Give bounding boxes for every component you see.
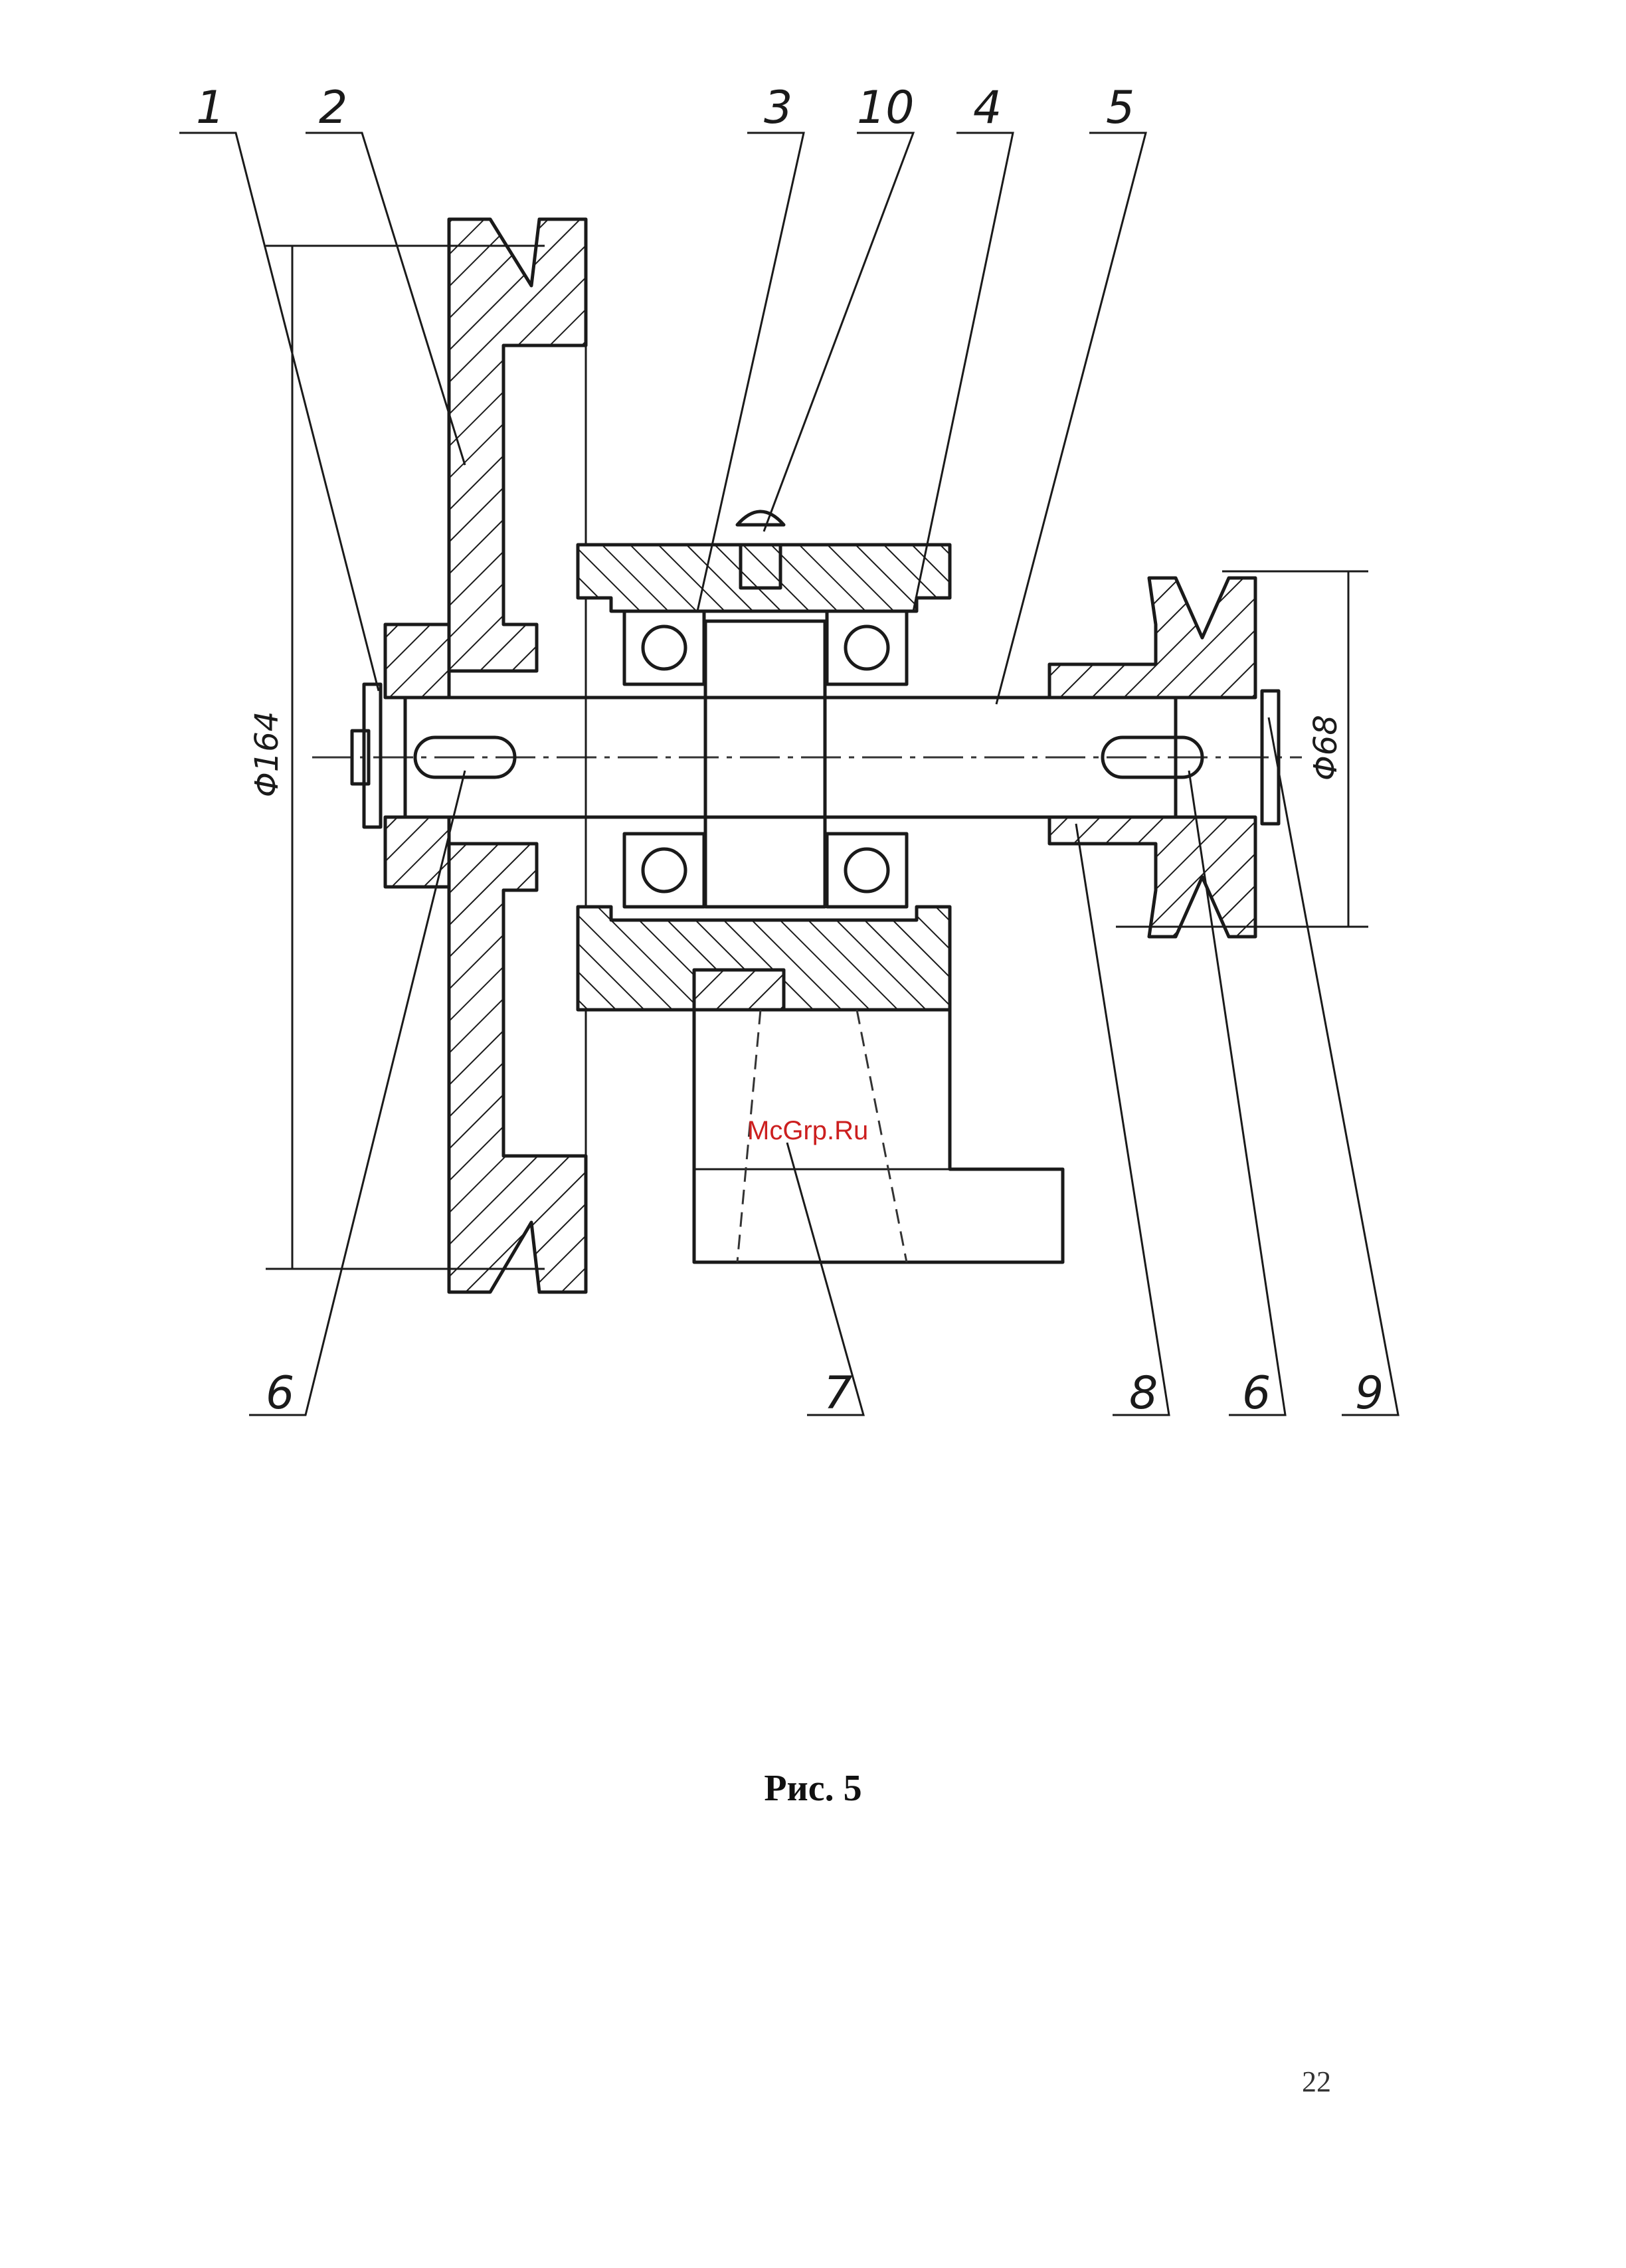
part-label-10: 10 <box>857 82 915 134</box>
part-label-6-left: 6 <box>266 1367 294 1420</box>
dimension-phi68: Φ68 <box>1307 715 1344 781</box>
dimension-phi164: Φ164 <box>248 711 286 797</box>
part-numbers: 1 2 3 10 4 5 6 7 8 6 9 <box>196 82 1384 1420</box>
figure-caption: Рис. 5 <box>0 1767 1626 1810</box>
part-label-8: 8 <box>1129 1367 1158 1420</box>
part-label-7: 7 <box>824 1367 852 1420</box>
part-label-1: 1 <box>196 82 225 134</box>
leader-lines <box>179 133 1398 1415</box>
page-number: 22 <box>1302 2065 1331 2099</box>
watermark: McGrp.Ru <box>747 1116 868 1145</box>
part-label-5: 5 <box>1106 82 1134 134</box>
part-label-3: 3 <box>764 82 792 134</box>
part-label-9: 9 <box>1355 1367 1384 1420</box>
bearing-housing <box>578 512 1063 1262</box>
part-label-2: 2 <box>319 82 347 134</box>
part-label-6-right: 6 <box>1242 1367 1271 1420</box>
part-label-4: 4 <box>973 82 1002 134</box>
